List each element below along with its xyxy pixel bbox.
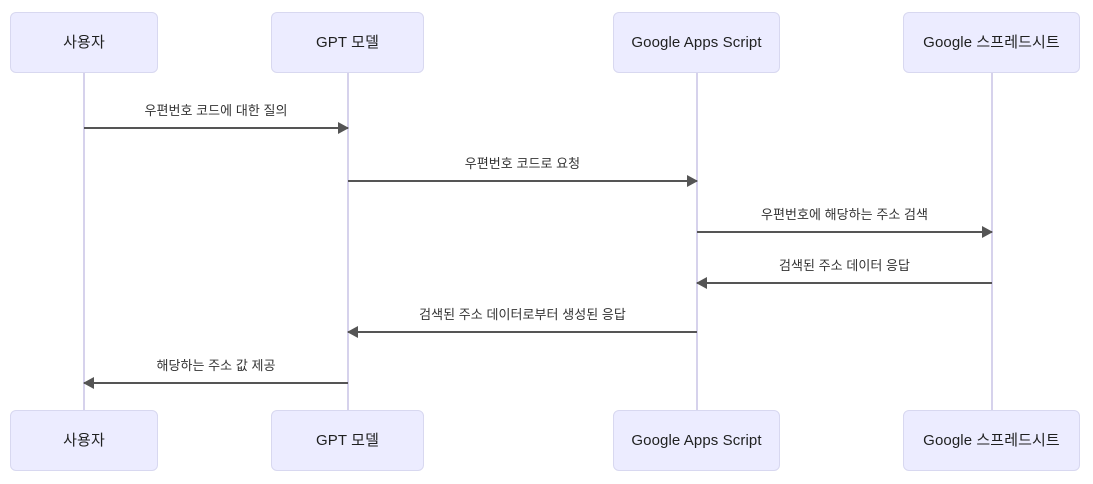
- message-3-label: 우편번호에 해당하는 주소 검색: [760, 207, 929, 222]
- participant-top-gas[interactable]: Google Apps Script: [613, 12, 780, 73]
- message-4-line: [697, 282, 992, 284]
- message-5-label: 검색된 주소 데이터로부터 생성된 응답: [419, 307, 626, 322]
- lifeline-gas: [696, 73, 698, 413]
- arrowhead-right-icon: [982, 226, 993, 238]
- lifeline-gpt: [347, 73, 349, 413]
- message-4-label: 검색된 주소 데이터 응답: [778, 258, 911, 273]
- participant-bottom-user[interactable]: 사용자: [10, 410, 158, 471]
- arrowhead-left-icon: [347, 326, 358, 338]
- message-2-label: 우편번호 코드로 요청: [464, 156, 581, 171]
- message-3-line: [697, 231, 992, 233]
- participant-bottom-gas[interactable]: Google Apps Script: [613, 410, 780, 471]
- participant-top-gpt[interactable]: GPT 모델: [271, 12, 424, 73]
- message-5-line: [348, 331, 697, 333]
- message-1-line: [84, 127, 348, 129]
- message-6-label: 해당하는 주소 값 제공: [156, 358, 276, 373]
- lifeline-sheets: [991, 73, 993, 413]
- participant-top-user[interactable]: 사용자: [10, 12, 158, 73]
- participant-top-sheets[interactable]: Google 스프레드시트: [903, 12, 1080, 73]
- participant-bottom-sheets[interactable]: Google 스프레드시트: [903, 410, 1080, 471]
- message-6-line: [84, 382, 348, 384]
- message-1-label: 우편번호 코드에 대한 질의: [144, 103, 288, 118]
- participant-bottom-gpt[interactable]: GPT 모델: [271, 410, 424, 471]
- arrowhead-left-icon: [696, 277, 707, 289]
- arrowhead-right-icon: [338, 122, 349, 134]
- message-2-line: [348, 180, 697, 182]
- arrowhead-right-icon: [687, 175, 698, 187]
- lifeline-user: [83, 73, 85, 413]
- arrowhead-left-icon: [83, 377, 94, 389]
